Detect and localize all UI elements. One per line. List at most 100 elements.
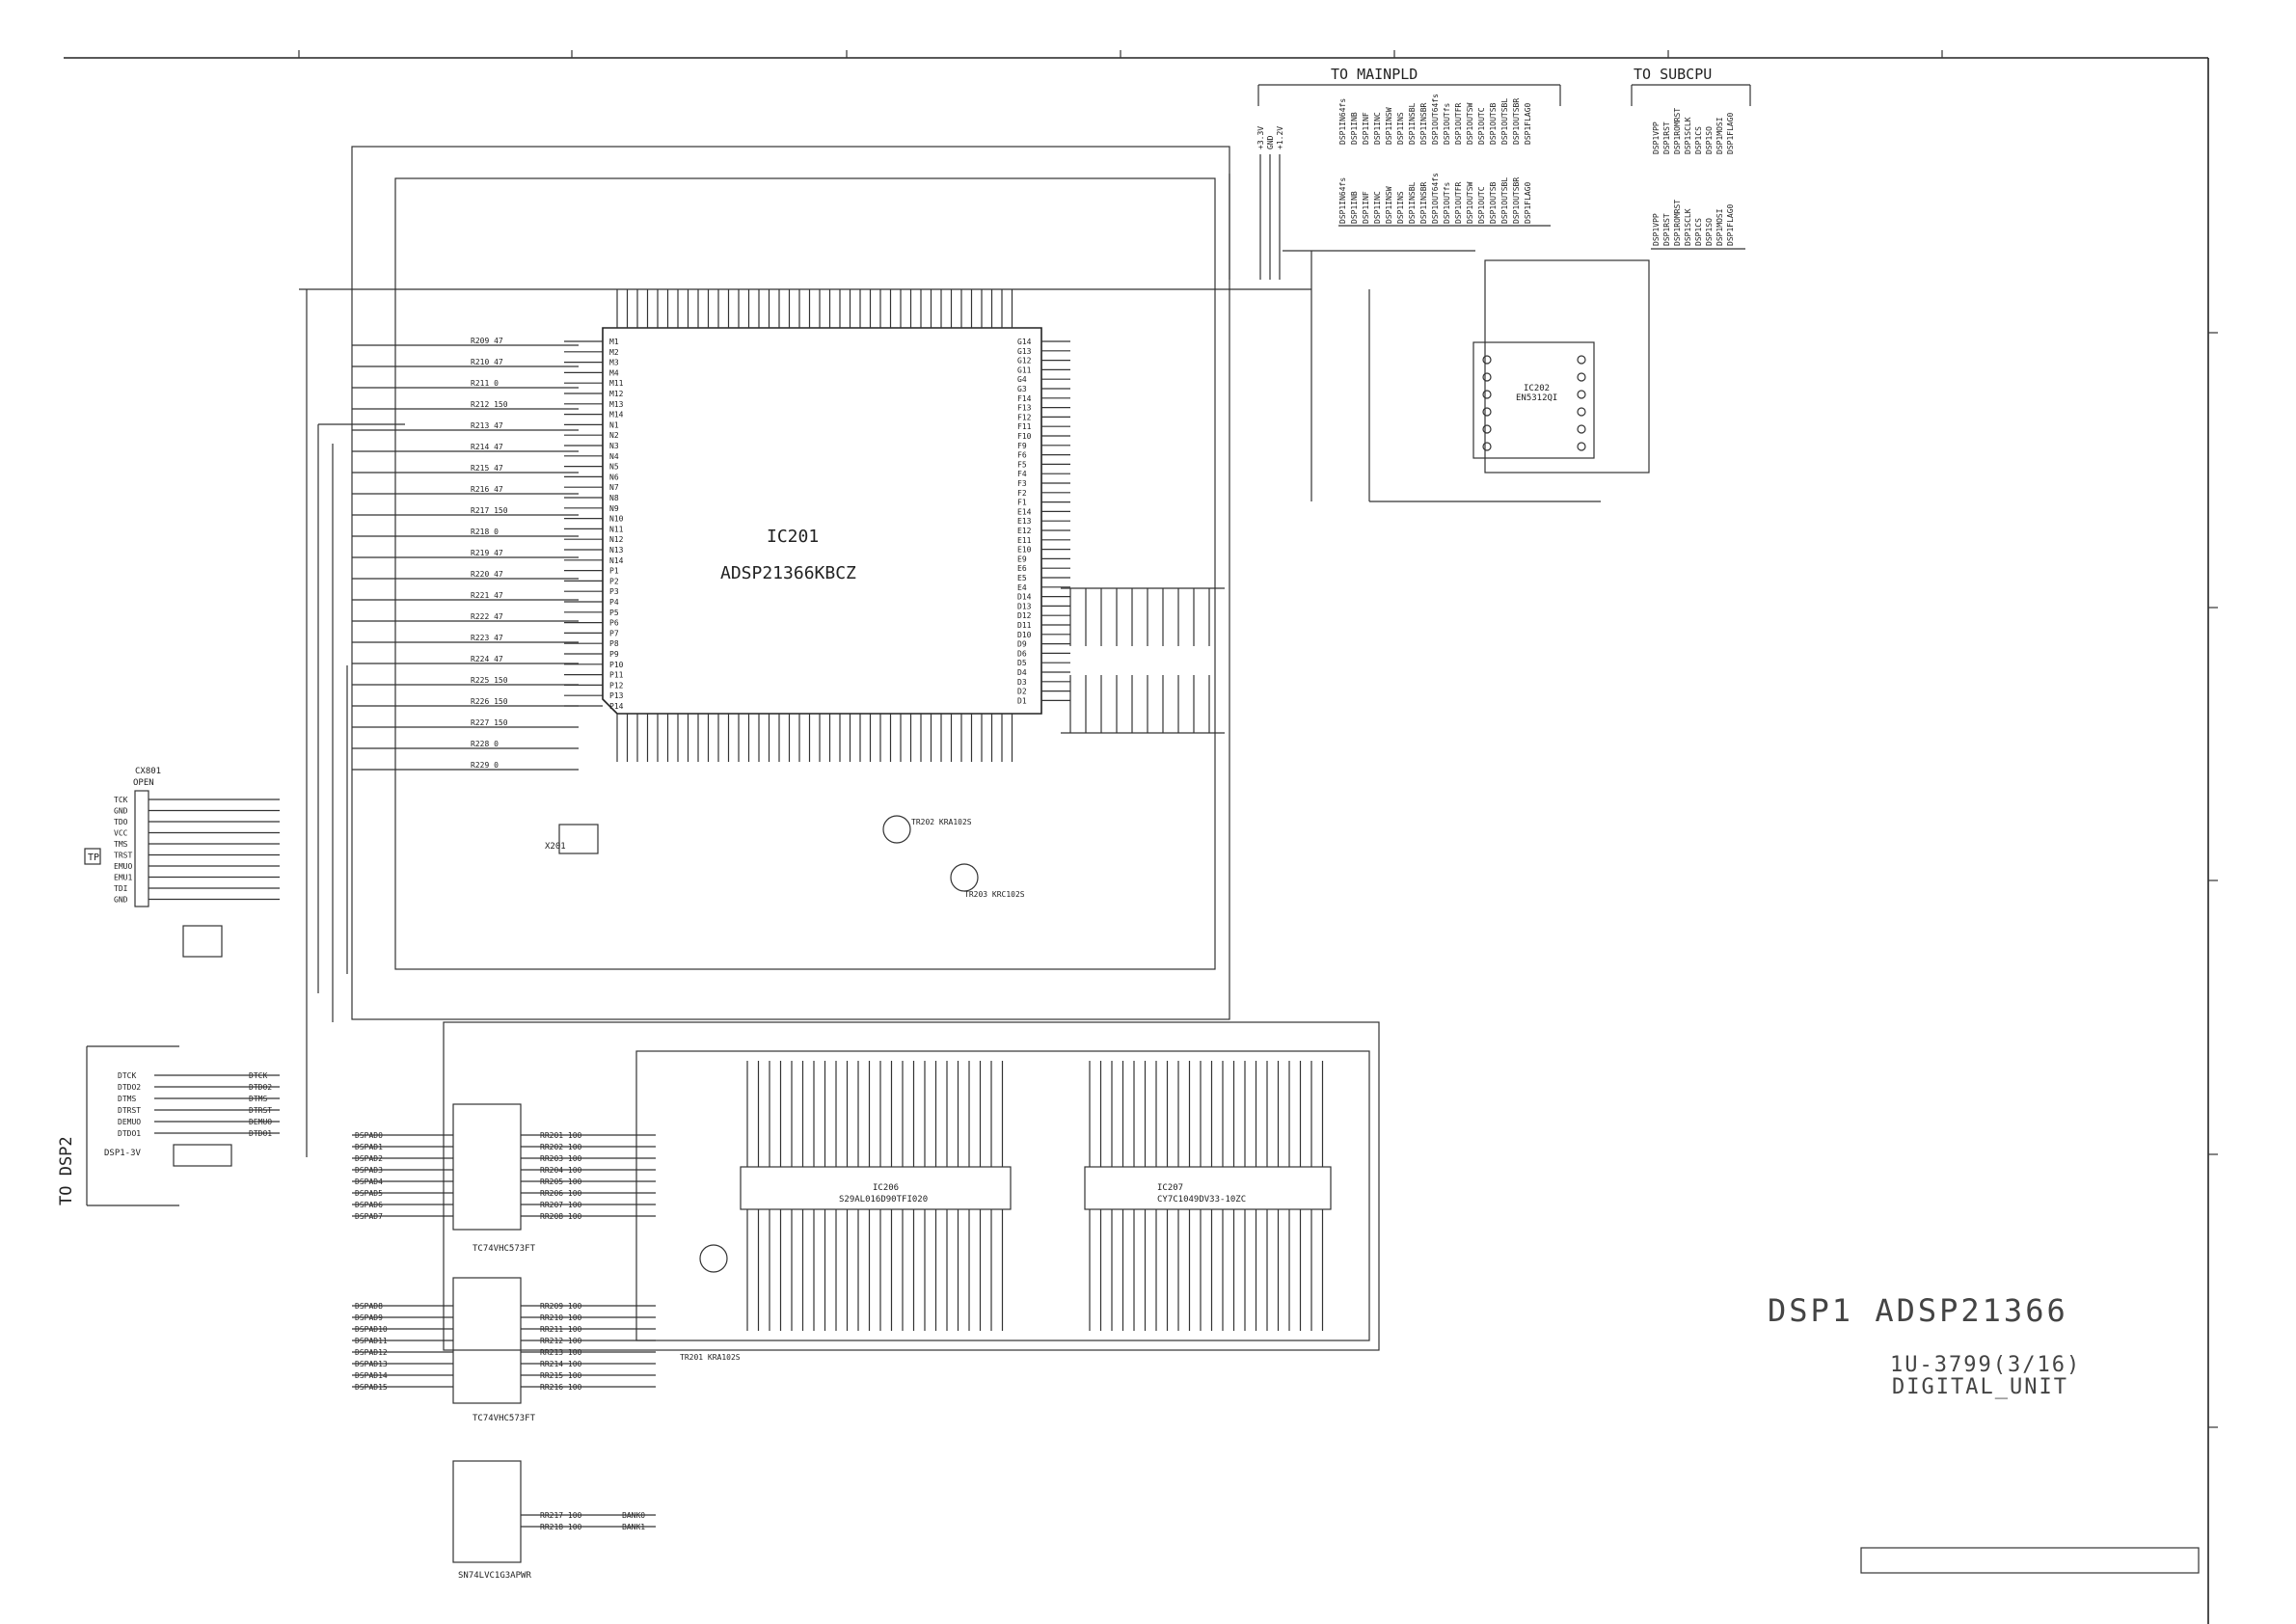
ic201-left-pin: N12: [609, 535, 624, 544]
mainpld-signal: DSP1OUTSBL: [1500, 98, 1509, 145]
ic201-left-pin: M14: [609, 411, 624, 420]
resistor-label: R225 150: [471, 676, 508, 685]
mainpld-signal-lower: DSP1OUTSBL: [1500, 177, 1509, 224]
cx801-pin: TMS: [114, 840, 128, 849]
resistor-label: R221 47: [471, 591, 503, 600]
ic201-right-pin: E13: [1017, 517, 1032, 526]
mainpld-power-label: +3.3V: [1256, 126, 1265, 149]
sheet-frame: [64, 50, 2218, 1624]
transistor-label: TR202 KRA102S: [911, 818, 972, 826]
ic201-left-pin: P1: [609, 567, 619, 576]
ic201-right-pin: D1: [1017, 696, 1027, 705]
mainpld-signal-lower: DSP1OUTfs: [1443, 181, 1451, 224]
ic201-left-pin: N11: [609, 525, 624, 533]
title-block-box: [1860, 1547, 2200, 1574]
ic201-left-pin: P5: [609, 609, 619, 617]
ic201-right-pin: F12: [1017, 413, 1032, 421]
mainpld-signal: DSP1INF: [1362, 112, 1370, 145]
ic201-left-pin: P12: [609, 681, 624, 690]
decoupling-caps: [1061, 587, 1225, 734]
resistor-label: R218 0: [471, 528, 499, 536]
ic201-right-pin: D10: [1017, 631, 1032, 639]
ic201-right-pin: E11: [1017, 536, 1032, 545]
ic201-left-pin: P2: [609, 577, 619, 585]
ic201-right-pin: E14: [1017, 507, 1032, 516]
ic201-right-pin: F3: [1017, 479, 1027, 488]
resistor-label: R226 150: [471, 697, 508, 706]
resistor-label: R214 47: [471, 443, 503, 451]
mainpld-signal-lower: DSP1FLAG0: [1524, 181, 1532, 224]
subcpu-signal: DSP1VPP: [1652, 122, 1661, 154]
resistor-label: R217 150: [471, 506, 508, 515]
resistor-label: R216 47: [471, 485, 503, 494]
ic201-right-pin: F1: [1017, 499, 1027, 507]
ic201-left-pin: M11: [609, 379, 624, 388]
ic201-left-pin: P10: [609, 661, 624, 669]
subcpu-signal-lower: DSP1SO: [1705, 218, 1714, 246]
ic201-left-pin: N6: [609, 473, 619, 481]
subcpu-signal: DSP1SCLK: [1684, 117, 1692, 154]
mainpld-signal: DSP1OUTSBR: [1512, 98, 1521, 145]
ic201-left-pin: N1: [609, 420, 619, 429]
mainpld-signal: DSP1OUT64fs: [1431, 94, 1440, 145]
ic201-right-pin: D6: [1017, 649, 1027, 658]
ic201-right-pin: G11: [1017, 365, 1032, 374]
ic201-right-pin: F9: [1017, 442, 1027, 450]
mainpld-signal: DSP1INSBR: [1419, 102, 1428, 145]
subcpu-connector: DSP1VPPDSP1VPPDSP1RSTDSP1RSTDSP1ROMRSTDS…: [1651, 108, 1745, 250]
ic201-right-pin: F2: [1017, 489, 1027, 498]
ic201-left-pin: M2: [609, 348, 619, 357]
ic201-right-pin: G4: [1017, 375, 1027, 384]
cx801-open: OPEN: [133, 778, 154, 788]
ic201-right-pin: E6: [1017, 564, 1027, 573]
mainpld-signal-lower: DSP1OUTSB: [1489, 181, 1498, 224]
ic205-body: [452, 1277, 522, 1404]
dsp2-signal: DTDO2: [118, 1083, 141, 1092]
mainpld-signal-lower: DSP1INSBL: [1408, 181, 1417, 224]
cx801-connector: CX801 OPEN TP TCKGNDTDOVCCTMSTRSTEMUOEMU…: [84, 767, 280, 958]
resistor-label: R213 47: [471, 421, 503, 430]
ic204-body: [452, 1103, 522, 1231]
subcpu-signal: DSP1MOSI: [1715, 117, 1724, 154]
mainpld-signal: DSP1OUTSB: [1489, 102, 1498, 145]
mainpld-signal-lower: DSP1INSW: [1385, 186, 1393, 224]
ic201-right-pin: D14: [1017, 593, 1032, 602]
subcpu-signal: DSP1ROMRST: [1673, 108, 1682, 154]
subcpu-signal-lower: DSP1CS: [1694, 218, 1703, 246]
mainpld-signal: DSP1INB: [1350, 112, 1359, 145]
cx801-pin: GND: [114, 896, 128, 905]
ic201-right-pin: E5: [1017, 574, 1027, 582]
ic201-right-pin: F5: [1017, 460, 1027, 469]
cx801-pin: GND: [114, 807, 128, 816]
ic202-part: EN5312QI: [1516, 393, 1557, 403]
ic201-right-pin: F11: [1017, 422, 1032, 431]
ic206-part: S29AL016D90TFI020: [839, 1195, 928, 1204]
ic201-left-pin: N5: [609, 463, 619, 472]
to-dsp2-label: TO DSP2: [57, 1136, 76, 1205]
ic201-left-pin: N4: [609, 452, 619, 461]
ic206-body: [740, 1166, 1012, 1210]
transistor-label: TR201 KRA102S: [680, 1353, 741, 1362]
subcpu-signal: DSP1FLAG0: [1726, 112, 1735, 154]
mainpld-signal: DSP1FLAG0: [1524, 102, 1532, 145]
ic201-right-pin: D11: [1017, 621, 1032, 630]
cx801-pin: TDI: [114, 884, 128, 893]
mainpld-signal: DSP1OUTfs: [1443, 102, 1451, 145]
ic201-left-pin: N7: [609, 483, 619, 492]
resistor-label: R209 47: [471, 337, 503, 345]
ic201-left-pin: M1: [609, 338, 619, 346]
ic201-right-pin: D4: [1017, 668, 1027, 677]
cx801-ref: CX801: [135, 767, 161, 776]
mainpld-signal-lower: DSP1OUTSW: [1466, 181, 1474, 224]
crystal-label: X201: [545, 842, 566, 852]
ic201-left-pin: P7: [609, 629, 619, 637]
ic201-left-pin: P9: [609, 650, 619, 659]
resistor-label: R215 47: [471, 464, 503, 473]
mainpld-signal: DSP1IN64fs: [1338, 98, 1347, 145]
ic201-left-pin: N8: [609, 494, 619, 502]
title-code: 1U-3799(3/16): [1890, 1353, 2081, 1377]
resistor-label: R220 47: [471, 570, 503, 579]
cx801-pin: EMUO: [114, 862, 132, 871]
resistor-label: R227 150: [471, 718, 508, 727]
